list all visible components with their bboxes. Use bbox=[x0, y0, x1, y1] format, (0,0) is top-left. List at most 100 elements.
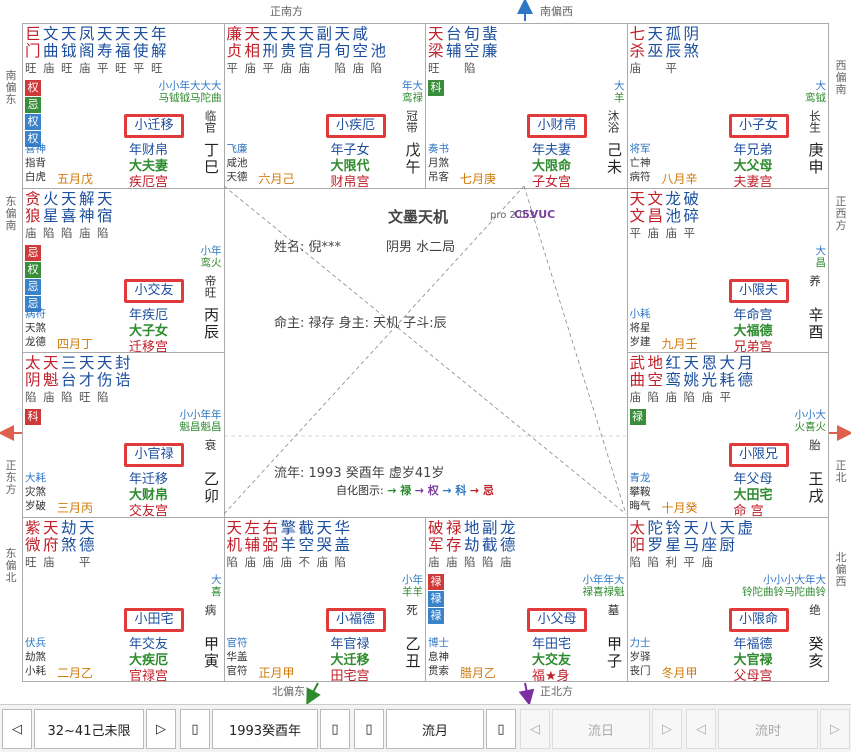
brightness-value: 陷 bbox=[647, 554, 660, 569]
stem-branch: 甲子 bbox=[606, 635, 624, 670]
star-name: 武曲 bbox=[629, 354, 646, 389]
star-name: 地空 bbox=[647, 354, 664, 389]
small-limit-label[interactable]: 小福德 bbox=[325, 607, 386, 632]
master-line: 命主: 禄存 身主: 天机 子斗:辰 bbox=[274, 316, 447, 331]
next-day-button[interactable]: ▷ bbox=[652, 709, 682, 749]
stem-branch: 乙丑 bbox=[404, 635, 422, 670]
palace-cell[interactable]: 太阳陀罗铃星天马八座天厨虚 陷陷利平庙 小小小大年大铃陀曲铃马陀曲铃小限命绝力士… bbox=[626, 516, 829, 682]
year-select[interactable]: 1993癸酉年 bbox=[212, 709, 318, 749]
decade-palace: 大交友 bbox=[532, 652, 572, 668]
brightness-value: 平 bbox=[262, 61, 275, 75]
palace-cell[interactable]: 巨门文曲天钺凤阁天寿天福天使年解旺庙旺庙平旺平旺权忌权权小小年大大大马钺钺马陀曲… bbox=[22, 23, 225, 189]
transform-tag: 权 bbox=[25, 261, 41, 278]
day-select[interactable]: 流日 bbox=[552, 709, 650, 749]
life-stage: 死 bbox=[405, 603, 419, 616]
small-limit-label[interactable]: 小迁移 bbox=[124, 114, 184, 138]
decade-palace: 大父母 bbox=[733, 159, 773, 174]
small-limit-label[interactable]: 小父母 bbox=[527, 607, 587, 632]
star-name: 天文 bbox=[629, 189, 646, 225]
prev-hour-button[interactable]: ◁ bbox=[686, 709, 716, 749]
minor-star-line: 禄喜禄魁 bbox=[582, 585, 625, 598]
star-brightness: 平庙庙平 bbox=[630, 226, 702, 240]
bottom-toolbar: ◁ 32~41己未限 ▷ ▯ 1993癸酉年 ▯ ▯ 流月 ▯ ◁ 流日 ▷ ◁… bbox=[0, 704, 851, 752]
small-limit-label[interactable]: 小限命 bbox=[728, 607, 789, 632]
palace-cell[interactable]: 武曲地空红鸾天姚恩光大耗月德庙陷庙陷庙平 禄小小大火喜火小限兄胎青龙攀鞍晦气十月… bbox=[626, 352, 829, 518]
spirit-star: 攀鞍 bbox=[629, 486, 651, 498]
spirit-star: 龙德 bbox=[25, 335, 46, 348]
brightness-value: 陷 bbox=[464, 61, 476, 75]
palace-cell[interactable]: 廉贞天相天刑天贵天官副月天旬咸空池平庙平庙庙 陷庙陷年大鸾禄小疾厄冠带飞廉咸池天… bbox=[223, 23, 426, 189]
minor-star-line: 小小大 bbox=[794, 409, 827, 421]
star-name: 年解 bbox=[151, 25, 167, 60]
limit-select[interactable]: 32~41己未限 bbox=[34, 709, 144, 749]
spirit-star: 将军 bbox=[629, 143, 651, 155]
minor-stars: 小年鸾火 bbox=[201, 245, 222, 269]
life-stage: 长生 bbox=[808, 110, 822, 133]
palace-cell[interactable]: 紫微天府劫煞天德旺庙 平大喜小田宅病伏兵劫煞小耗二月乙年交友大疾厄官禄宫甲寅 bbox=[22, 516, 225, 682]
transform-tag: 权 bbox=[25, 114, 41, 130]
brightness-value: 陷 bbox=[334, 61, 347, 75]
small-limit-label[interactable]: 小田宅 bbox=[124, 607, 184, 632]
brightness-value: 庙 bbox=[25, 225, 37, 240]
arrow-bottom-right bbox=[518, 682, 535, 704]
stem-branch-char: 庚 bbox=[808, 141, 824, 159]
small-limit-label[interactable]: 小限夫 bbox=[728, 278, 789, 303]
star-name: 巨门 bbox=[25, 25, 41, 60]
small-limit-label[interactable]: 小官禄 bbox=[124, 443, 184, 467]
prev-day-button[interactable]: ◁ bbox=[520, 709, 550, 749]
minor-stars: 年大鸾禄 bbox=[402, 80, 423, 104]
stem-branch-char: 戊 bbox=[405, 141, 421, 159]
palace-cell[interactable]: 七杀天巫孤辰阴煞庙 平 大鸾钺小子女长生将军亡神病符八月辛年兄弟大父母夫妻宫庚申 bbox=[626, 23, 829, 189]
next-limit-button[interactable]: ▷ bbox=[146, 709, 176, 749]
small-limit-label[interactable]: 小疾厄 bbox=[325, 114, 386, 138]
stem-branch-char: 午 bbox=[405, 158, 421, 176]
direction-top-left: 正南方 bbox=[270, 5, 303, 18]
brightness-value: 庙 bbox=[262, 554, 275, 569]
star-name: 龙池 bbox=[665, 189, 682, 225]
stem-branch-char: 辰 bbox=[203, 322, 219, 341]
spirit-star: 息神 bbox=[428, 650, 449, 663]
brightness-value: 陷 bbox=[370, 61, 383, 75]
small-limit-label[interactable]: 小限兄 bbox=[728, 443, 789, 467]
palace-cell[interactable]: 天文文昌龙池破碎平庙庙平大昌小限夫养小耗将星岁建九月壬年命宫大福德兄弟宫辛酉 bbox=[626, 187, 829, 353]
month-select[interactable]: 流月 bbox=[386, 709, 484, 749]
month-range: 七月庚 bbox=[460, 172, 497, 186]
palace-cell[interactable]: 破军禄存地劫副截龙德庙庙陷陷庙禄禄禄小年年大禄喜禄魁小父母墓博士息神贯索腊月乙年… bbox=[425, 516, 628, 682]
next-month-button[interactable]: ▯ bbox=[486, 709, 516, 749]
spirit-star: 亡神 bbox=[629, 157, 651, 169]
year-palace: 年子女 bbox=[330, 143, 370, 158]
spirit-stars: 病符天煞龙德 bbox=[25, 307, 46, 349]
next-year-button[interactable]: ▯ bbox=[320, 709, 350, 749]
decade-palace: 大迁移 bbox=[330, 652, 370, 668]
star-name: 天伤 bbox=[97, 354, 113, 389]
flow-year-line: 流年: 1993 癸酉年 虚岁41岁 bbox=[274, 466, 445, 481]
brightness-value: 庙 bbox=[298, 61, 311, 75]
year-palace: 年交友 bbox=[129, 636, 169, 652]
star-brightness: 庙庙陷陷庙 bbox=[428, 555, 518, 569]
transform-tag: 权 bbox=[25, 131, 41, 147]
star-names: 太阳陀罗铃星天马八座天厨虚 bbox=[630, 519, 756, 554]
small-limit-label[interactable]: 小子女 bbox=[728, 114, 789, 138]
natal-palace: 福★身 bbox=[532, 668, 570, 682]
brightness-value: 庙 bbox=[280, 61, 293, 75]
brightness-value: 旺 bbox=[25, 61, 37, 75]
palace-cell[interactable]: 太阴天魁三台天才天伤封诰陷庙陷旺陷 科小小年年魁昌魁昌小官禄衰大耗灾煞岁破三月丙… bbox=[22, 352, 225, 518]
stem-branch-char: 酉 bbox=[808, 322, 824, 341]
palace-cell[interactable]: 天机左辅右弼擎羊截空天哭华盖陷庙庙庙不庙陷小年羊羊小福德死官符华盖官符正月甲年官… bbox=[223, 516, 426, 682]
stem-branch-char: 己 bbox=[606, 141, 622, 159]
next-hour-button[interactable]: ▷ bbox=[820, 709, 850, 749]
palace-cell[interactable]: 贪狼火星天喜解神天宿庙陷陷庙陷忌权忌忌小年鸾火小交友帝旺病符天煞龙德四月丁年疾厄… bbox=[22, 187, 225, 353]
star-name: 廉贞 bbox=[226, 25, 243, 60]
star-name: 地劫 bbox=[464, 518, 480, 554]
prev-limit-button[interactable]: ◁ bbox=[2, 709, 32, 749]
direction-top-right: 南偏西 bbox=[540, 5, 573, 18]
palace-cell[interactable]: 天梁台辅旬空蜚廉旺 陷 科大羊小财帛沐浴奏书月煞吊客七月庚年夫妻大限命子女宫己未 bbox=[425, 23, 628, 189]
small-limit-label[interactable]: 小财帛 bbox=[527, 114, 587, 138]
minor-star-line: 年大 bbox=[402, 80, 423, 92]
star-name: 孤辰 bbox=[665, 25, 682, 60]
prev-year-button[interactable]: ▯ bbox=[180, 709, 210, 749]
hour-select[interactable]: 流时 bbox=[718, 709, 818, 749]
prev-month-button[interactable]: ▯ bbox=[354, 709, 384, 749]
small-limit-label[interactable]: 小交友 bbox=[124, 278, 184, 303]
star-brightness: 平庙平庙庙 陷庙陷 bbox=[227, 62, 389, 75]
